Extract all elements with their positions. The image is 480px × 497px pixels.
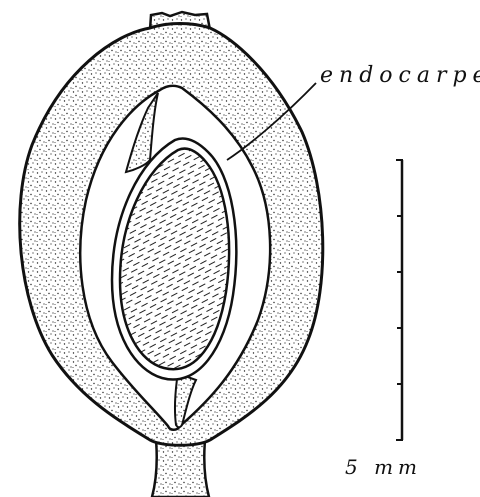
endocarp-label: endocarpe (320, 63, 480, 88)
scale-bar (396, 160, 403, 440)
scale-label: 5 mm (345, 455, 422, 479)
